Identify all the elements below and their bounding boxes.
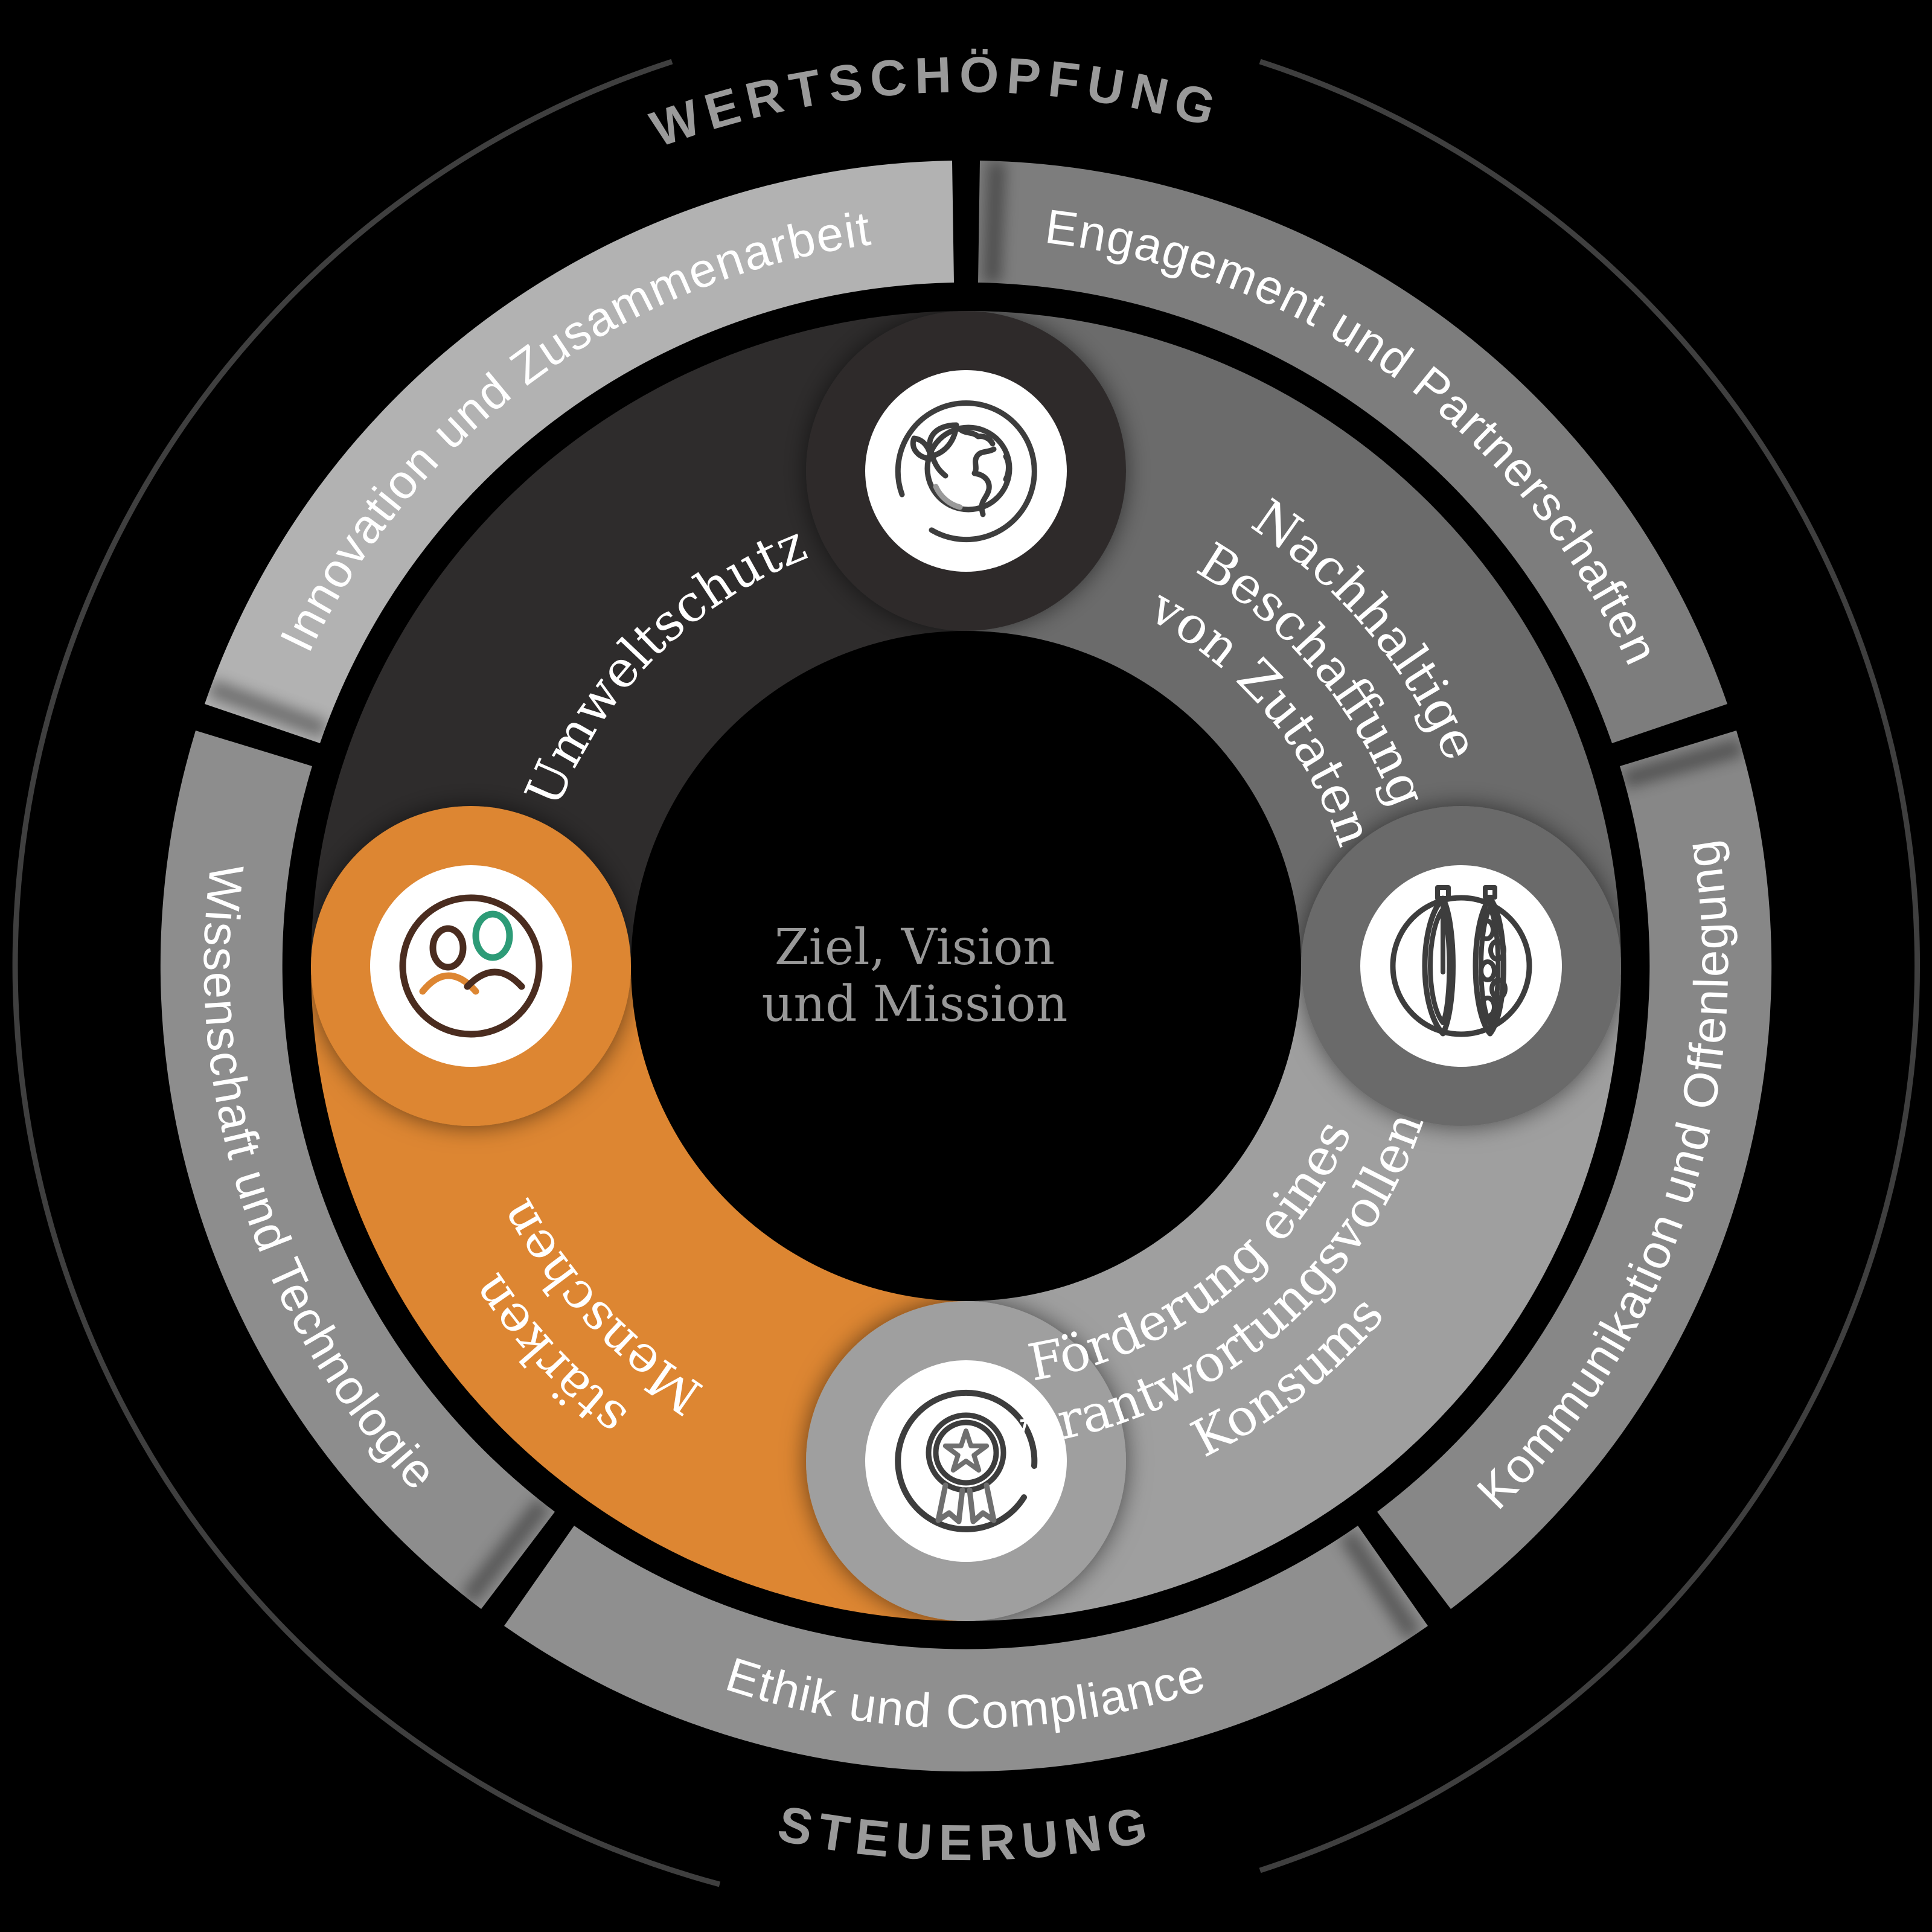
icon-cacao: [1360, 865, 1562, 1067]
icon-cacao-bg: [1360, 865, 1562, 1067]
earth-continent-south: [971, 446, 997, 517]
segment-konsum: [966, 966, 1621, 1621]
people-head-right: [472, 910, 513, 961]
icon-people: [370, 865, 572, 1067]
outer-frame-circle: [12, 59, 1921, 1887]
icon-earth: [865, 370, 1067, 572]
award-ribbon-right: [967, 1482, 997, 1524]
cacao-stem-right: [1483, 885, 1497, 900]
cacao-stem-left: [1435, 885, 1451, 901]
award-rosette-inner: [933, 1419, 999, 1486]
people-head-left: [429, 925, 467, 971]
award-ring: [895, 1389, 1038, 1532]
segment-wissenschaft: [160, 731, 555, 1609]
award-rosette-outer: [926, 1412, 1006, 1493]
frame-arc-left: [12, 59, 721, 1887]
frame-arc-right: [1259, 59, 1921, 1873]
earth-highlight-arc: [933, 484, 963, 510]
center-title: Ziel, Vision und Mission: [762, 919, 1068, 1033]
icon-award: [865, 1360, 1067, 1562]
people-ring: [399, 894, 543, 1038]
outer-ring: [160, 161, 1772, 1772]
cacao-half-outer: [1473, 895, 1506, 1037]
earth-leaf-small: [910, 435, 934, 462]
center-title-line1: Ziel, Vision: [775, 919, 1055, 976]
segment-kommunikation: [1377, 731, 1772, 1609]
earth-leaf-stem: [930, 455, 948, 479]
cacao-pod-outer: [1422, 895, 1456, 1037]
segment-engagement: [978, 161, 1727, 743]
earth-continent-east: [1003, 453, 1011, 482]
cacao-pod-inner: [1428, 907, 1452, 1025]
segment-menschen: [311, 966, 966, 1621]
award-star: [942, 1428, 990, 1473]
award-ribbon-left: [935, 1482, 965, 1524]
earth-leaf-big: [927, 422, 959, 459]
cacao-beans: [1477, 918, 1508, 1019]
earth-continent-north: [957, 426, 996, 447]
segment-beschaffung: [966, 311, 1621, 966]
segment-innovation: [205, 161, 954, 743]
segment-ethik: [504, 1526, 1428, 1772]
earth-ring: [895, 400, 1037, 543]
center-title-line2: und Mission: [762, 976, 1068, 1033]
people-shoulders-right: [464, 968, 525, 990]
cacao-ring: [1390, 895, 1532, 1037]
segment-umweltschutz: [311, 311, 966, 966]
outer-ring-gap-shadows: [207, 161, 1744, 1640]
